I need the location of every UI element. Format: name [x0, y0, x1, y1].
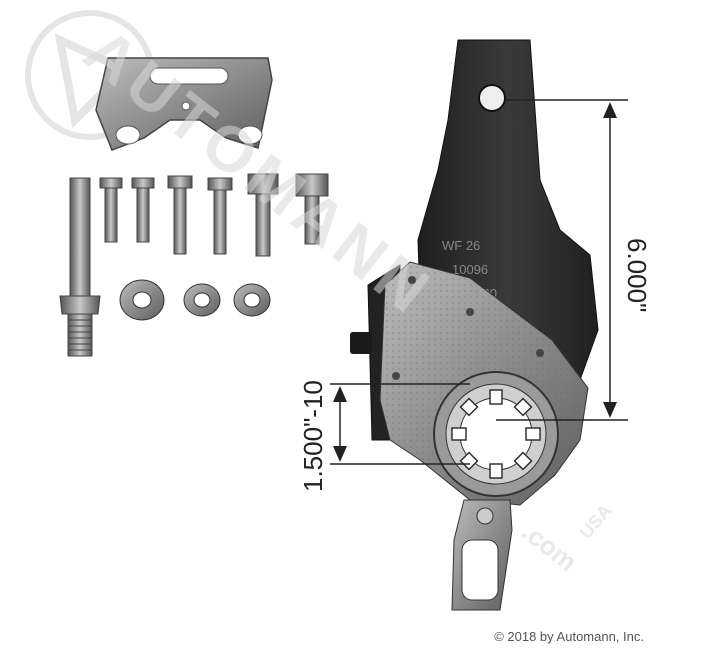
watermark-suffix-text: USA	[576, 501, 616, 543]
dimension-1500-label: 1.500"-10	[298, 380, 328, 492]
bolt-4	[207, 177, 233, 255]
svg-text:10096: 10096	[452, 262, 488, 277]
stud-rod	[59, 177, 101, 357]
svg-text:WF 26: WF 26	[442, 238, 480, 253]
slack-adjuster: WF 26 10096 4080	[350, 39, 599, 611]
nut	[119, 279, 165, 321]
bolt-6	[295, 173, 329, 245]
dimension-6-label: 6.000"	[622, 238, 652, 312]
bracket-plate	[95, 57, 273, 151]
bolt-set	[99, 173, 329, 257]
bolt-3	[167, 175, 193, 255]
copyright-notice: © 2018 by Automann, Inc.	[494, 629, 644, 644]
bolt-5	[247, 173, 279, 257]
bolt-2	[131, 177, 155, 243]
dimension-6-inch: 6.000"	[496, 99, 652, 421]
washer-2	[233, 283, 271, 317]
bolt-1	[99, 177, 123, 243]
washer-1	[183, 283, 221, 317]
dimension-1500-inch: 1.500"-10	[298, 380, 470, 492]
watermark-domain-text: .com	[516, 516, 582, 577]
